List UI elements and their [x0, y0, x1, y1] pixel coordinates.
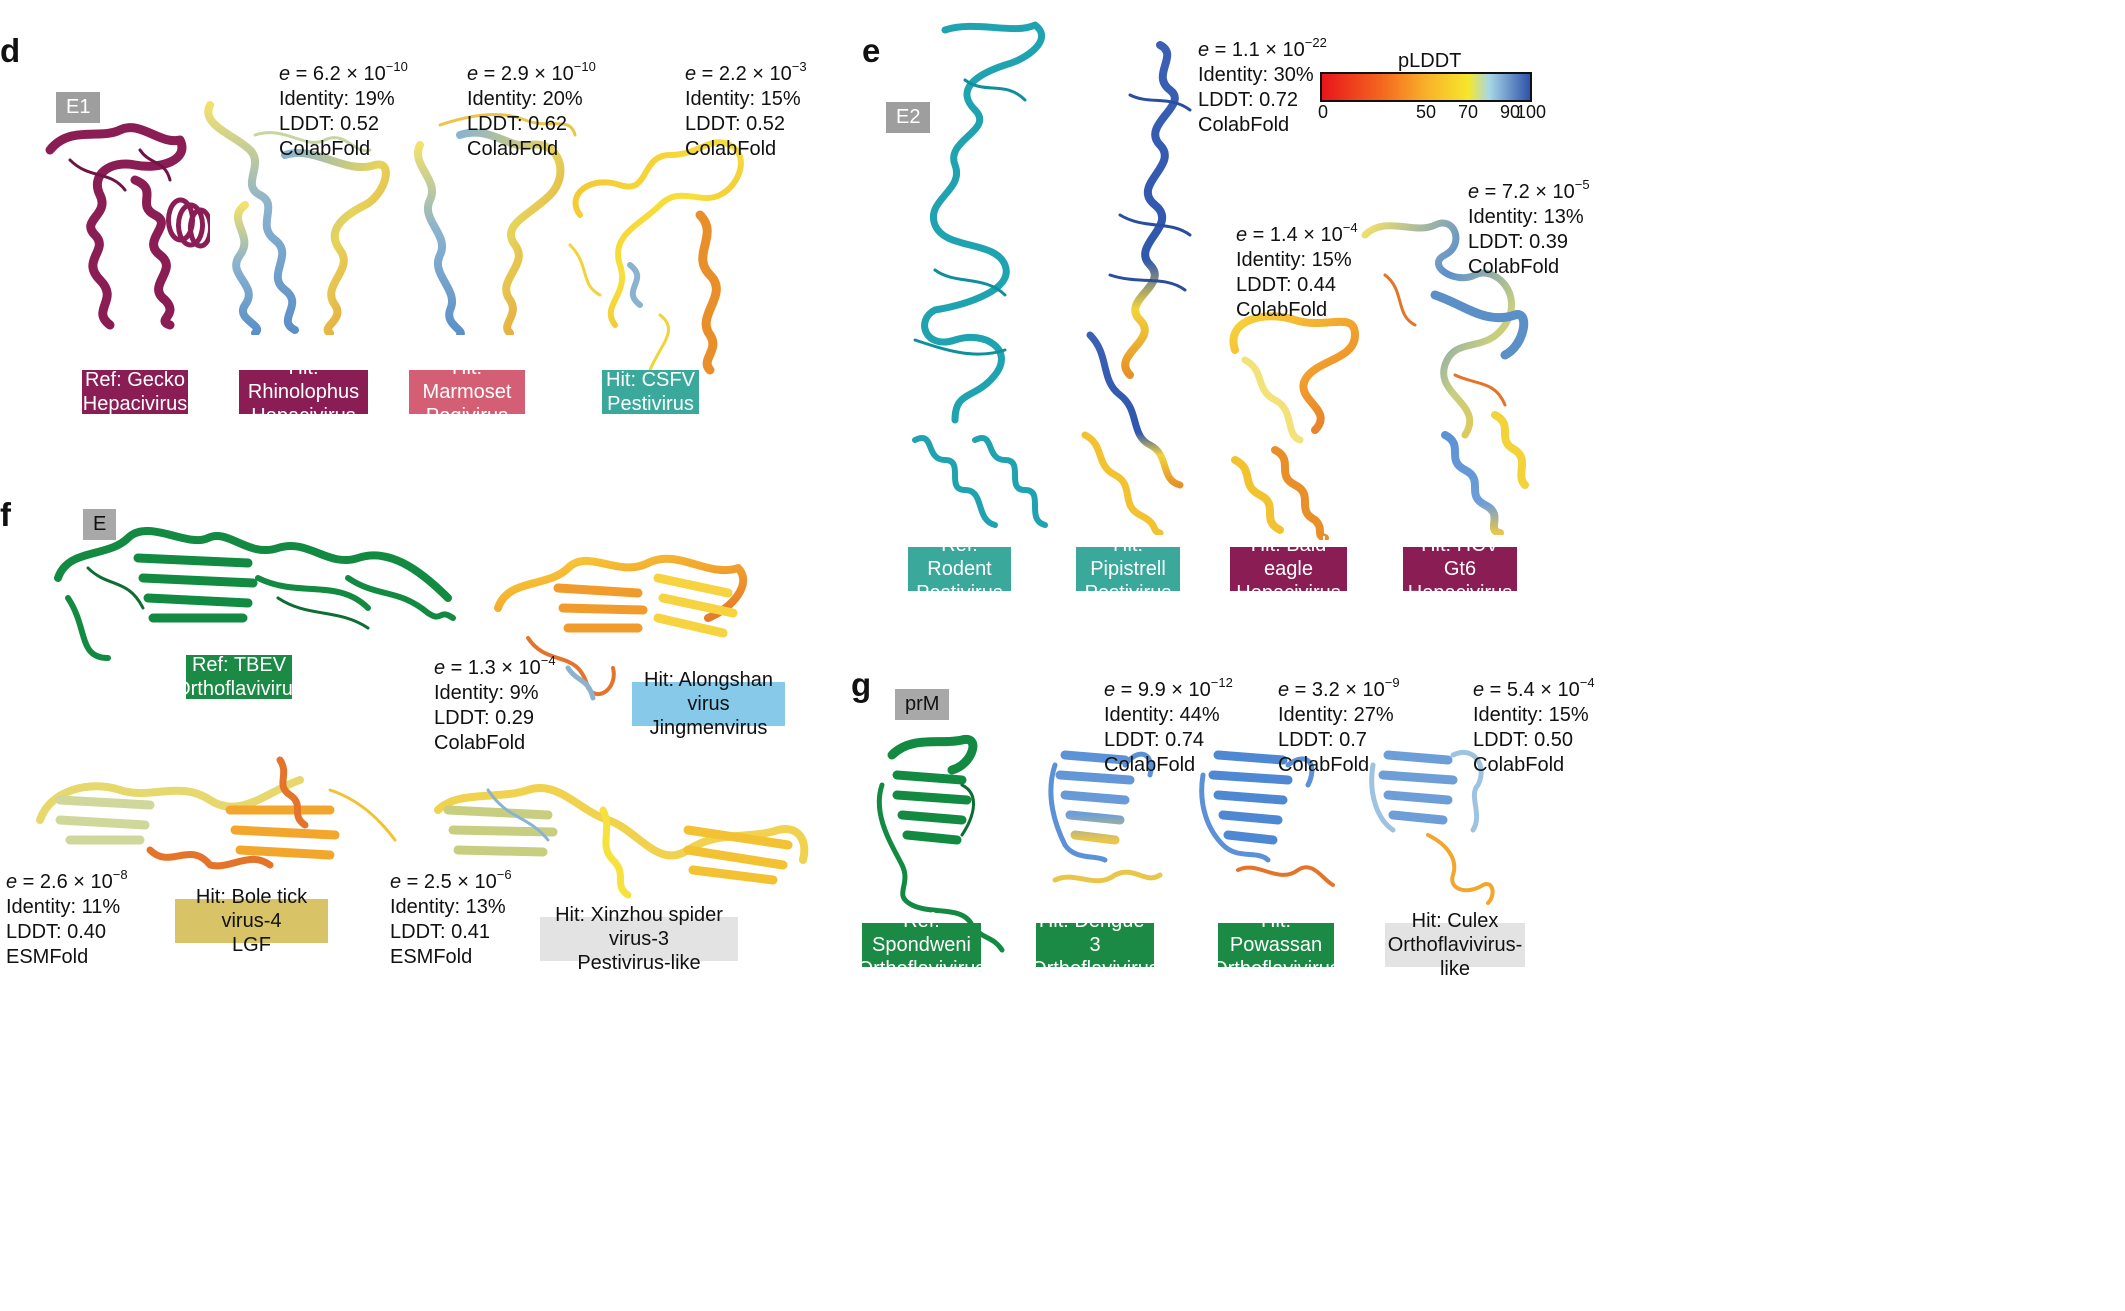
- colorbar-tick-label: 0: [1318, 102, 1329, 122]
- colorbar-title: pLDDT: [1398, 50, 1462, 72]
- structure-bald-eagle-hepacivirus: [1229, 312, 1359, 540]
- structure-pipistrell-pestivirus: [1081, 41, 1192, 535]
- stat-block: e = 1.4 × 10−4 Identity: 15% LDDT: 0.44 …: [1236, 220, 1358, 321]
- stat-block: e = 2.5 × 10−6 Identity: 13% LDDT: 0.41 …: [390, 867, 512, 968]
- panel-letter-f: f: [0, 496, 11, 533]
- protein-tag-e2: E2: [886, 102, 931, 133]
- stat-block: e = 2.9 × 10−10 Identity: 20% LDDT: 0.62…: [467, 59, 596, 160]
- structure-dengue3-orthoflavivirus: [1048, 750, 1163, 884]
- stat-block: e = 1.1 × 10−22 Identity: 30% LDDT: 0.72…: [1198, 35, 1327, 136]
- structure-alongshan-jingmenvirus: [494, 554, 748, 701]
- stat-block: e = 2.2 × 10−3 Identity: 15% LDDT: 0.52 …: [685, 59, 807, 160]
- panel-letter-g: g: [851, 666, 872, 703]
- colorbar-tick-label: 100: [1515, 102, 1547, 122]
- structure-xinzhou-spider-pestivirus-like: [434, 784, 809, 899]
- stat-block: e = 1.3 × 10−4 Identity: 9% LDDT: 0.29 C…: [434, 653, 556, 754]
- structure-csfv-pestivirus: [568, 139, 744, 375]
- structure-tbev-orthoflavivirus: [54, 526, 456, 661]
- structure-rhinolophus-hepacivirus: [204, 101, 390, 335]
- structure-powassan-orthoflavivirus: [1199, 750, 1335, 887]
- panel-letter-d: d: [0, 32, 21, 69]
- protein-tag-e1: E1: [56, 92, 101, 123]
- colorbar-tick-label: 70: [1457, 102, 1479, 122]
- stat-block: e = 6.2 × 10−10 Identity: 19% LDDT: 0.52…: [279, 59, 408, 160]
- protein-tag-prm: prM: [895, 689, 950, 720]
- structure-bole-tick-lgf: [36, 756, 397, 870]
- colorbar-gradient: [1320, 72, 1532, 102]
- stat-block: e = 5.4 × 10−4 Identity: 15% LDDT: 0.50 …: [1473, 675, 1595, 776]
- protein-tag-e: E: [83, 509, 117, 540]
- structure-hcv-gt6-hepacivirus: [1361, 219, 1529, 535]
- structure-culex-orthoflavivirus-like: [1369, 749, 1495, 905]
- stat-block: e = 9.9 × 10−12 Identity: 44% LDDT: 0.74…: [1104, 675, 1233, 776]
- colorbar-tick-label: 90: [1499, 102, 1521, 122]
- panel-letter-e: e: [862, 32, 881, 69]
- stat-block: e = 3.2 × 10−9 Identity: 27% LDDT: 0.7 C…: [1278, 675, 1400, 776]
- structure-gecko-hepacivirus: [45, 123, 210, 330]
- structure-rodent-pestivirus: [912, 21, 1048, 528]
- stat-block: e = 7.2 × 10−5 Identity: 13% LDDT: 0.39 …: [1468, 177, 1590, 278]
- stat-block: e = 2.6 × 10−8 Identity: 11% LDDT: 0.40 …: [6, 867, 128, 968]
- structure-marmoset-pegivirus: [414, 113, 577, 335]
- colorbar-tick-label: 50: [1415, 102, 1437, 122]
